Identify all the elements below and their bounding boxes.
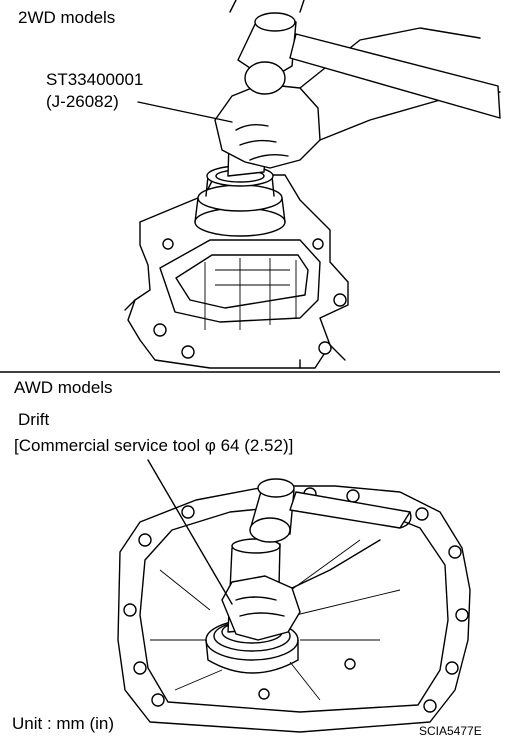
tool-alt-number-label: (J-26082) [46,92,119,111]
awd-illustration [117,459,471,733]
drift-label: Drift [18,410,50,429]
2wd-illustration [124,0,501,369]
section-heading-awd: AWD models [14,378,113,397]
drift-spec-label: [Commercial service tool φ 64 (2.52)] [14,436,294,455]
figure-id: SCIA5477E [419,724,482,738]
unit-note: Unit : mm (in) [12,714,114,733]
section-heading-2wd: 2WD models [18,8,116,27]
tool-number-label: ST33400001 [46,70,144,89]
